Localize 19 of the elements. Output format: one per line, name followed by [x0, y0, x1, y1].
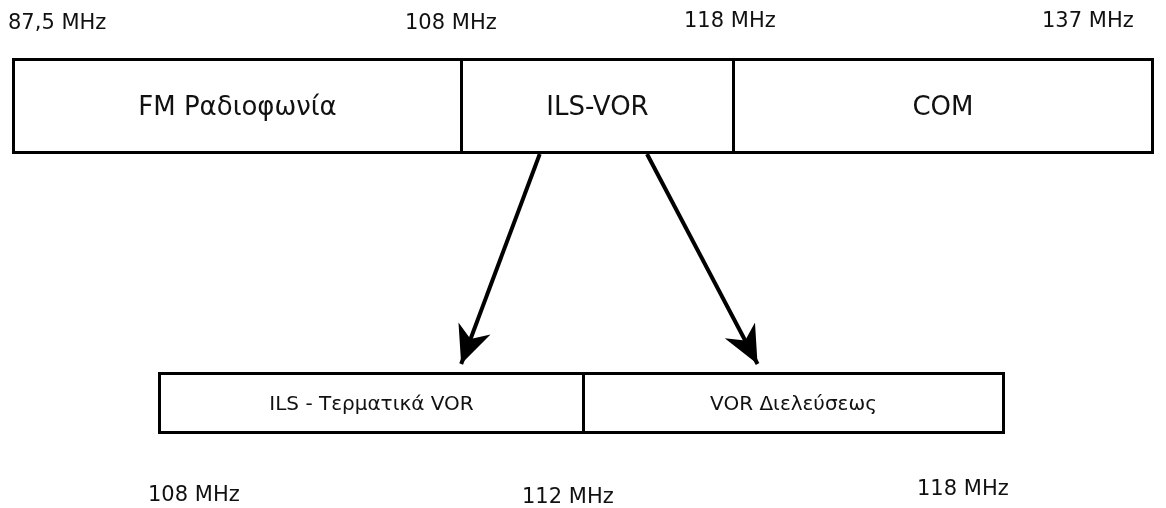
band-segment: [12, 58, 463, 154]
frequency-label: 108 MHz: [405, 10, 497, 34]
segment-label: VOR Διελεύσεως: [710, 391, 877, 415]
arrow: [645, 153, 760, 365]
band-segment: [732, 58, 1154, 154]
frequency-label: 118 MHz: [684, 8, 776, 32]
frequency-label: 118 MHz: [917, 476, 1009, 500]
band-segment: [582, 372, 1005, 434]
segment-label: COM: [912, 91, 974, 121]
frequency-label: 108 MHz: [148, 482, 240, 506]
segment-label: ILS-VOR: [546, 91, 649, 121]
segment-label: ILS - Τερματικά VOR: [269, 391, 474, 415]
segment-label: FM Ραδιοφωνία: [138, 91, 337, 121]
arrow: [458, 153, 542, 365]
band-segment: [460, 58, 735, 154]
frequency-label: 112 MHz: [522, 484, 614, 508]
frequency-label: 87,5 MHz: [8, 10, 107, 34]
frequency-label: 137 MHz: [1042, 8, 1134, 32]
band-segment: [158, 372, 585, 434]
